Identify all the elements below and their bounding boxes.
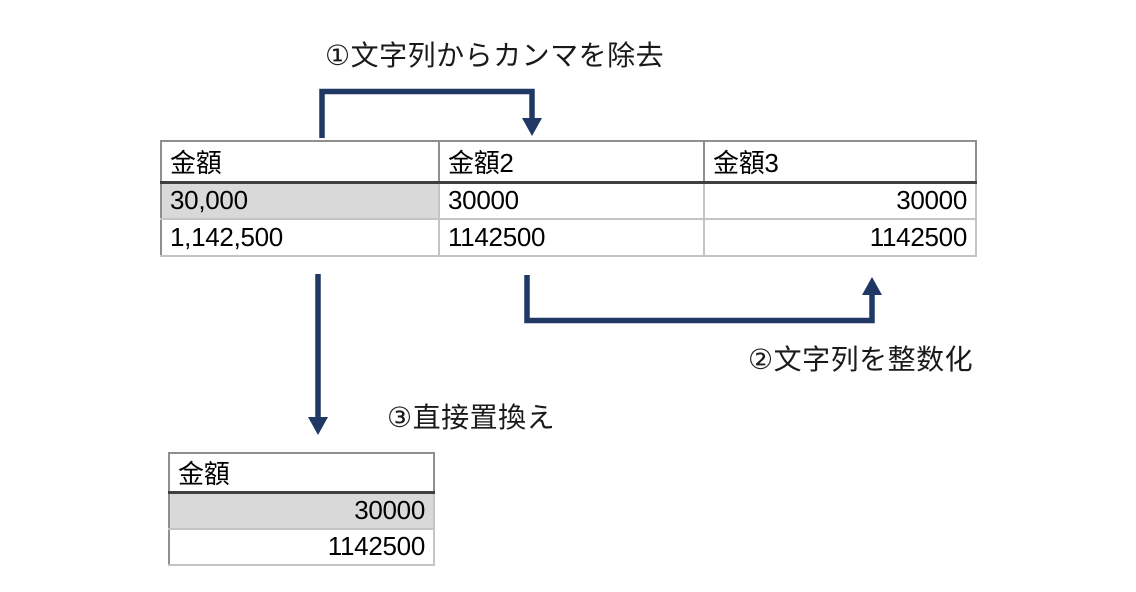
- source-header-amount2: 金額2: [439, 141, 705, 184]
- cell-amount3-r1: 30000: [704, 182, 977, 220]
- step2-label: ②文字列を整数化: [748, 344, 974, 375]
- result-cell-r1: 30000: [169, 492, 435, 530]
- arrow-line: [319, 88, 535, 138]
- source-table: 金額 金額2 金額3 30,000 30000 30000 1,142,500 …: [160, 140, 977, 257]
- step3-label: ③直接置換え: [387, 402, 556, 433]
- arrow-step2-to-integer: [524, 275, 882, 324]
- result-cell-r2: 1142500: [169, 528, 435, 566]
- arrow-line: [524, 275, 875, 324]
- arrow-step1-remove-commas: [319, 88, 542, 138]
- source-header-amount: 金額: [161, 141, 440, 184]
- cell-amount-r2: 1,142,500: [161, 219, 440, 257]
- table-row: 30000: [169, 492, 435, 530]
- arrow-head: [522, 118, 542, 136]
- source-header-row: 金額 金額2 金額3: [161, 141, 977, 184]
- result-table: 金額 30000 1142500: [168, 452, 435, 566]
- cell-amount2-r1: 30000: [439, 182, 705, 220]
- arrow-head: [308, 417, 328, 435]
- arrow-head: [862, 277, 882, 295]
- arrow-step3-direct-replace: [308, 274, 328, 435]
- table-row: 30,000 30000 30000: [161, 182, 977, 220]
- table-row: 1142500: [169, 528, 435, 566]
- step1-label: ①文字列からカンマを除去: [325, 40, 665, 71]
- result-header-amount: 金額: [169, 453, 435, 494]
- result-header-row: 金額: [169, 453, 435, 494]
- cell-amount2-r2: 1142500: [439, 219, 705, 257]
- source-header-amount3: 金額3: [704, 141, 977, 184]
- cell-amount-r1: 30,000: [161, 182, 440, 220]
- table-row: 1,142,500 1142500 1142500: [161, 219, 977, 257]
- cell-amount3-r2: 1142500: [704, 219, 977, 257]
